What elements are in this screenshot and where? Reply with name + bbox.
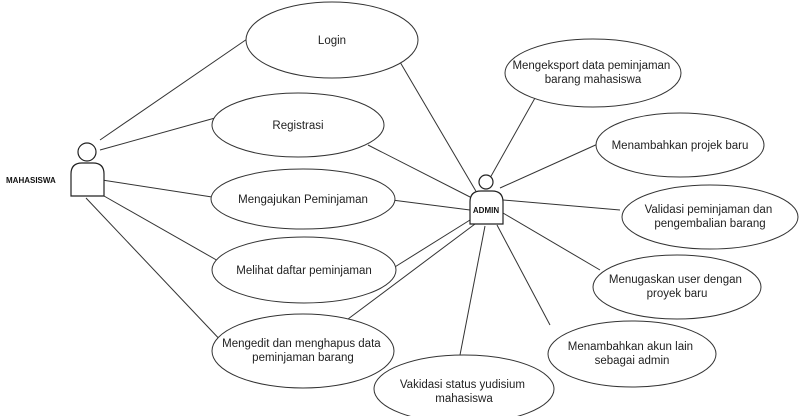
use-case-mengajukan-label: Mengajukan Peminjaman (238, 194, 368, 206)
use-case-mengeksport-line-1: Mengeksport data peminjaman (512, 60, 670, 72)
actor-mahasiswa-head (77, 142, 97, 162)
use-case-login-label: Login (318, 35, 346, 47)
actor-admin-label: ADMIN (473, 206, 499, 215)
use-case-mengedit-label: Mengedit dan menghapus data peminjaman b… (222, 338, 384, 364)
use-case-mengajukan-ellipse (210, 168, 396, 230)
edge-admin-melihat (389, 219, 471, 271)
use-case-validasi-line-2: pengembalian barang (654, 218, 765, 230)
use-case-menugaskan: Menugaskan user dengan proyek baru (592, 254, 762, 320)
edge-admin-mengajukan (391, 199, 471, 211)
edge-mahasiswa-mengajukan (101, 179, 213, 198)
use-case-melihat-ellipse (211, 236, 397, 304)
edge-mahasiswa-mengedit (85, 197, 226, 346)
edge-mahasiswa-melihat (96, 191, 221, 263)
use-case-projek-ellipse (595, 112, 765, 178)
actor-admin-head (478, 174, 494, 190)
use-case-menugaskan-label: Menugaskan user dengan proyek baru (609, 274, 745, 300)
actor-admin: ADMIN (469, 174, 504, 225)
associations (85, 36, 621, 356)
use-case-mengeksport-ellipse (504, 38, 682, 108)
use-case-menugaskan-line-2: proyek baru (647, 288, 708, 300)
use-case-login-ellipse (245, 1, 419, 79)
use-case-projek-label: Menambahkan projek baru (612, 140, 749, 152)
use-case-mengedit-line-2: peminjaman barang (252, 352, 354, 364)
actor-mahasiswa-body (70, 162, 105, 197)
use-case-akun-line-2: sebagai admin (595, 355, 670, 367)
use-case-projek-line-1: Menambahkan projek baru (612, 140, 749, 152)
use-case-vakidasi-label: Vakidasi status yudisium mahasiswa (400, 379, 528, 405)
edge-admin-mengeksport (489, 97, 536, 179)
use-case-validasi-label: Validasi peminjaman dan pengembalian bar… (645, 204, 776, 230)
use-case-akun-label: Menambahkan akun lain sebagai admin (568, 341, 697, 367)
use-case-akun: Menambahkan akun lain sebagai admin (547, 320, 717, 388)
use-case-menugaskan-ellipse (592, 254, 762, 320)
edge-admin-vakidasi (459, 225, 486, 356)
use-case-mengedit-ellipse (211, 313, 395, 389)
use-case-vakidasi-ellipse (373, 354, 555, 416)
edge-admin-registrasi (367, 144, 473, 199)
edge-admin-validasi (502, 199, 621, 211)
use-case-registrasi-label: Registrasi (272, 120, 323, 132)
use-case-mengedit-line-1: Mengedit dan menghapus data (222, 338, 381, 350)
use-case-mengajukan: Mengajukan Peminjaman (210, 168, 396, 230)
edge-admin-mengedit (339, 223, 476, 326)
use-case-registrasi: Registrasi (211, 92, 385, 158)
use-case-melihat-label: Melihat daftar peminjaman (236, 265, 372, 277)
use-case-akun-ellipse (547, 320, 717, 388)
use-case-login: Login (245, 1, 419, 79)
use-case-projek: Menambahkan projek baru (595, 112, 765, 178)
use-case-menugaskan-line-1: Menugaskan user dengan (609, 274, 742, 286)
actor-admin-body (469, 190, 504, 225)
edge-mahasiswa-login (99, 36, 251, 141)
use-case-validasi-ellipse (621, 184, 799, 250)
use-case-vakidasi-line-2: mahasiswa (435, 393, 493, 405)
actor-mahasiswa: MAHASISWA (6, 142, 105, 197)
actor-mahasiswa-label: MAHASISWA (6, 176, 56, 185)
use-case-mengeksport-label: Mengeksport data peminjaman barang mahas… (512, 60, 673, 86)
edge-admin-menugaskan (502, 212, 601, 271)
edge-admin-login (399, 61, 478, 194)
use-case-registrasi-ellipse (211, 92, 385, 158)
use-case-vakidasi-line-1: Vakidasi status yudisium (400, 379, 525, 391)
edge-mahasiswa-registrasi (99, 117, 216, 151)
use-case-mengajukan-line-1: Mengajukan Peminjaman (238, 194, 368, 206)
use-case-validasi: Validasi peminjaman dan pengembalian bar… (621, 184, 799, 250)
use-case-vakidasi: Vakidasi status yudisium mahasiswa (373, 354, 555, 416)
use-case-akun-line-1: Menambahkan akun lain (568, 341, 693, 353)
edge-admin-projek (499, 142, 601, 189)
use-case-mengeksport-line-2: barang mahasiswa (545, 74, 642, 86)
use-case-melihat: Melihat daftar peminjaman (211, 236, 397, 304)
use-case-melihat-line-1: Melihat daftar peminjaman (236, 265, 372, 277)
edge-admin-akun (496, 224, 551, 326)
use-case-mengedit: Mengedit dan menghapus data peminjaman b… (211, 313, 395, 389)
use-case-validasi-line-1: Validasi peminjaman dan (645, 204, 773, 216)
use-case-login-line-1: Login (318, 35, 346, 47)
use-case-registrasi-line-1: Registrasi (272, 120, 323, 132)
use-case-mengeksport: Mengeksport data peminjaman barang mahas… (504, 38, 682, 108)
